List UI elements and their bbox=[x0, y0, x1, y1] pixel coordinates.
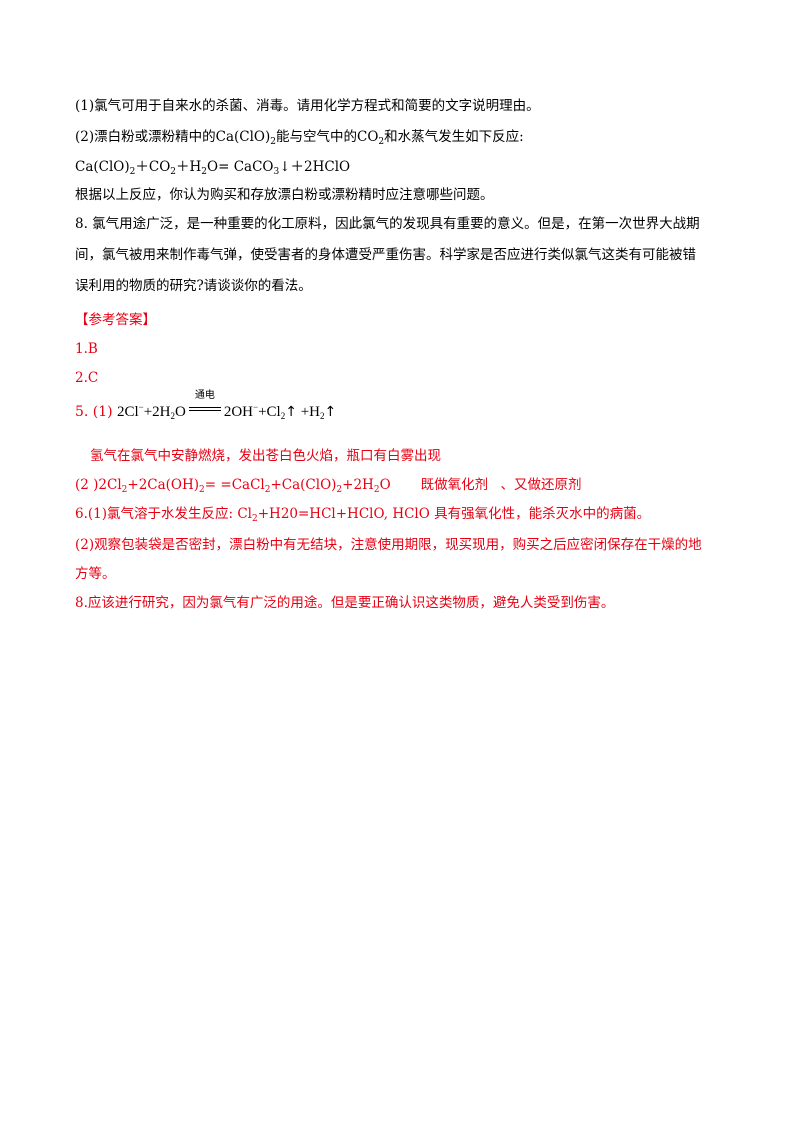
eq-term: +Ca(ClO) bbox=[270, 477, 337, 493]
q7-part1-text: (1)氯气可用于自来水的杀菌、消毒。请用化学方程式和简要的文字说明理由。 bbox=[75, 98, 540, 114]
superscript: − bbox=[253, 402, 259, 412]
q8-line3: 误利用的物质的研究?请谈谈你的看法。 bbox=[75, 276, 735, 296]
eq-term: +H bbox=[296, 404, 321, 420]
subscript: 2 bbox=[373, 485, 380, 495]
q8-line1: 8. 氯气用途广泛，是一种重要的化工原料，因此氯气的发现具有重要的意义。但是，在… bbox=[75, 214, 735, 234]
subscript: 2 bbox=[336, 485, 343, 495]
subscript: 2 bbox=[280, 411, 286, 421]
q8-text-line1: 8. 氯气用途广泛，是一种重要的化工原料，因此氯气的发现具有重要的意义。但是，在… bbox=[75, 216, 700, 232]
q7-part2-text-c: 和水蒸气发生如下反应: bbox=[384, 129, 524, 145]
subscript: 2 bbox=[252, 514, 258, 524]
eq-term: +Cl bbox=[258, 404, 281, 420]
subscript: 3 bbox=[273, 167, 280, 177]
answer-6-part1: 6.(1)氯气溶于水发生反应: Cl2+H20=HCl+HClO, HClO 具… bbox=[75, 504, 735, 524]
equation-text: Ca(ClO) bbox=[75, 159, 130, 175]
answer-5-role-b: 、又做还原剂 bbox=[500, 477, 582, 493]
answer-6-text-b: +H20=HCl+HClO, HClO 具有强氧化性，能杀灭水中的病菌。 bbox=[257, 506, 651, 522]
answer-5-desc-text: 氢气在氯气中安静燃烧，发出苍白色火焰，瓶口有白雾出现 bbox=[90, 448, 441, 464]
up-arrow-icon: ↑ bbox=[285, 404, 297, 420]
subscript: 2 bbox=[199, 485, 205, 495]
answer-heading-text: 【参考答案】 bbox=[75, 312, 156, 328]
eq-term: 2OH bbox=[223, 404, 254, 420]
eq-term: O bbox=[175, 404, 186, 420]
answer-5-role-a: 既做氧化剂 bbox=[420, 477, 493, 493]
answer-1: 1.B bbox=[75, 339, 735, 359]
answer-6-part2-text-line1: (2)观察包装袋是否密封，漂白粉中有无结块，注意使用期限，现买现用，购买之后应密… bbox=[75, 537, 702, 553]
subscript: 2 bbox=[264, 485, 271, 495]
q8-text-line3: 误利用的物质的研究?请谈谈你的看法。 bbox=[75, 278, 312, 294]
condition-text: 通电 bbox=[194, 390, 215, 401]
subscript: 2 bbox=[129, 167, 136, 177]
answer-8-text: 8.应该进行研究，因为氯气有广泛的用途。但是要正确认识这类物质，避免人类受到伤害… bbox=[75, 595, 615, 611]
eq-term: +2H bbox=[143, 404, 171, 420]
answer-5-description: 氢气在氯气中安静燃烧，发出苍白色火焰，瓶口有白雾出现 bbox=[90, 446, 750, 466]
q8-text-line2: 间，氯气被用来制作毒气弹，使受害者的身体遭受严重伤害。科学家是否应进行类似氯气这… bbox=[75, 247, 696, 263]
q7-part2-text-b: 能与空气中的CO bbox=[275, 129, 379, 145]
up-arrow-icon: ↑ bbox=[324, 404, 337, 420]
answer-2: 2.C bbox=[75, 368, 735, 388]
equation-text: ＋CO bbox=[135, 159, 171, 175]
subscript: 2 bbox=[201, 167, 208, 177]
subscript: 2 bbox=[170, 411, 176, 421]
subscript: 2 bbox=[378, 137, 385, 147]
answer-8: 8.应该进行研究，因为氯气有广泛的用途。但是要正确认识这类物质，避免人类受到伤害… bbox=[75, 593, 735, 613]
answer-5-label: 5. (1) bbox=[75, 404, 113, 420]
eq-term: O bbox=[379, 477, 391, 493]
answer-heading: 【参考答案】 bbox=[75, 310, 735, 330]
equation-text: O= CaCO bbox=[207, 159, 274, 175]
subscript: 2 bbox=[270, 137, 276, 147]
q7-part3-text: 根据以上反应，你认为购买和存放漂白粉或漂粉精时应注意哪些问题。 bbox=[75, 187, 494, 203]
q8-line2: 间，氯气被用来制作毒气弹，使受害者的身体遭受严重伤害。科学家是否应进行类似氯气这… bbox=[75, 245, 735, 265]
answer-6-text-a: 6.(1)氯气溶于水发生反应: Cl bbox=[75, 506, 252, 522]
eq-term: +2H bbox=[342, 477, 374, 493]
equal-bar bbox=[188, 410, 221, 411]
subscript: 2 bbox=[121, 485, 128, 495]
eq-term: 2Cl bbox=[116, 404, 139, 420]
q7-part1: (1)氯气可用于自来水的杀菌、消毒。请用化学方程式和简要的文字说明理由。 bbox=[75, 96, 735, 116]
q7-part2: (2)漂白粉或漂粉精中的Ca(ClO)2能与空气中的CO2和水蒸气发生如下反应: bbox=[75, 127, 735, 147]
subscript: 2 bbox=[170, 167, 177, 177]
equation-text: ↓＋2HClO bbox=[279, 159, 351, 175]
eq-term: +2Ca(OH) bbox=[127, 477, 200, 493]
answer-6-part2-line1: (2)观察包装袋是否密封，漂白粉中有无结块，注意使用期限，现买现用，购买之后应密… bbox=[75, 535, 735, 555]
eq-term: = =CaCl bbox=[204, 477, 265, 493]
answer-6-part2-line2: 方等。 bbox=[75, 564, 735, 584]
eq-term: (2 )2Cl bbox=[75, 477, 122, 493]
subscript: 2 bbox=[320, 411, 325, 421]
equal-bar bbox=[188, 407, 221, 408]
equation-text: ＋H bbox=[176, 159, 202, 175]
q7-part3: 根据以上反应，你认为购买和存放漂白粉或漂粉精时应注意哪些问题。 bbox=[75, 185, 735, 205]
superscript: − bbox=[138, 402, 144, 412]
reaction-condition: 通电 bbox=[188, 390, 222, 418]
q7-equation: Ca(ClO)2＋CO2＋H2O= CaCO3↓＋2HClO bbox=[75, 157, 735, 177]
answer-2-text: 2.C bbox=[75, 370, 99, 386]
answer-1-text: 1.B bbox=[75, 341, 98, 357]
q7-part2-text-a: (2)漂白粉或漂粉精中的Ca(ClO) bbox=[75, 129, 271, 145]
answer-6-part2-text-line2: 方等。 bbox=[75, 566, 116, 582]
